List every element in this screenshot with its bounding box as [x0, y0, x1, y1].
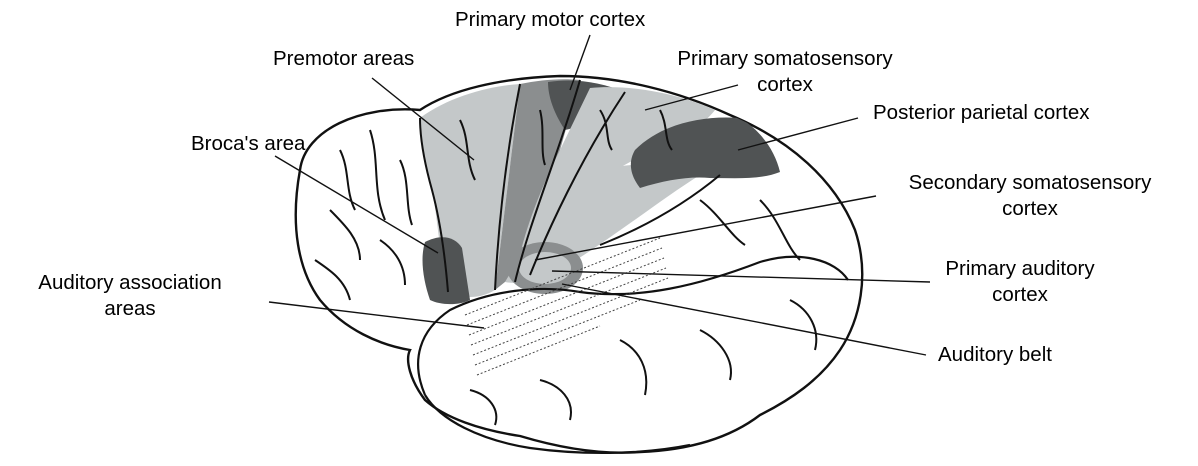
label-primary-somatosensory-line1: Primary somatosensory	[645, 46, 925, 72]
label-primary-auditory-cortex: Primary auditory cortex	[920, 256, 1120, 308]
label-auditory-association-areas: Auditory association areas	[5, 270, 255, 322]
label-secondary-somatosensory-line1: Secondary somatosensory	[870, 170, 1190, 196]
label-primary-auditory-line2: cortex	[920, 282, 1120, 308]
label-auditory-association-line1: Auditory association	[5, 270, 255, 296]
label-primary-somatosensory-line2: cortex	[645, 72, 925, 98]
label-auditory-belt: Auditory belt	[938, 342, 1052, 368]
label-primary-motor-cortex: Primary motor cortex	[455, 7, 645, 33]
primary-auditory-inner	[519, 252, 571, 284]
label-primary-somatosensory-cortex: Primary somatosensory cortex	[645, 46, 925, 98]
label-secondary-somatosensory-line2: cortex	[870, 196, 1190, 222]
label-auditory-association-line2: areas	[5, 296, 255, 322]
label-brocas-area: Broca's area	[191, 131, 305, 157]
label-posterior-parietal-cortex: Posterior parietal cortex	[873, 100, 1089, 126]
label-premotor-areas: Premotor areas	[273, 46, 414, 72]
label-secondary-somatosensory-cortex: Secondary somatosensory cortex	[870, 170, 1190, 222]
label-primary-auditory-line1: Primary auditory	[920, 256, 1120, 282]
